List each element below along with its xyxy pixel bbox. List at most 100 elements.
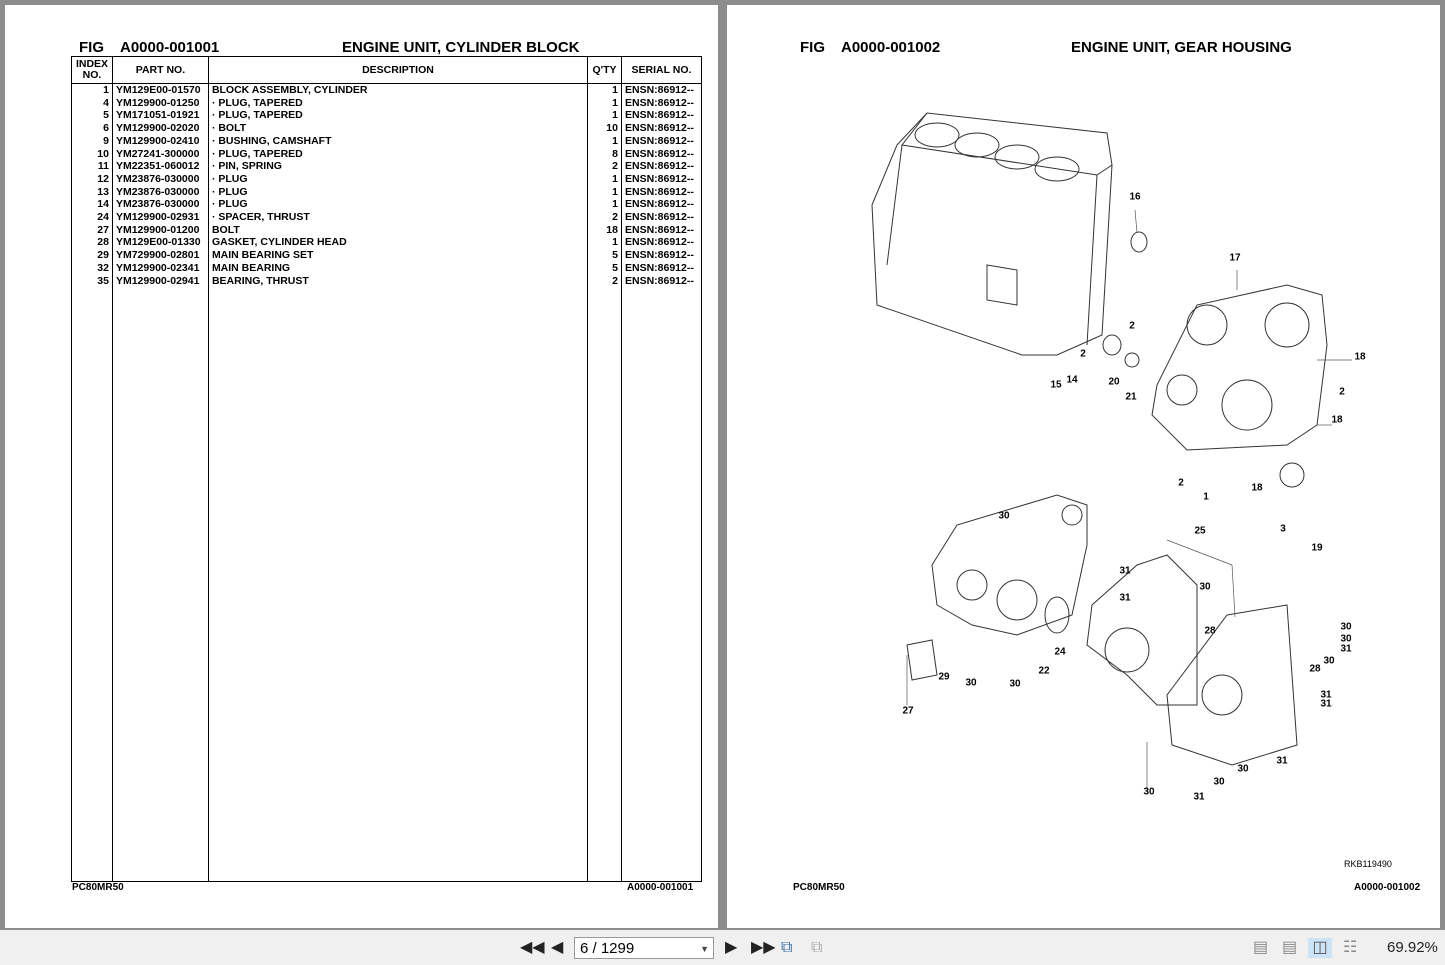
callout-number: 18 [1251, 482, 1263, 494]
cell-qty: 5 [587, 249, 622, 262]
continuous-icon[interactable]: ▤ [1282, 939, 1298, 956]
next-page-icon[interactable]: ▶ [725, 939, 738, 956]
callout-number: 30 [1237, 763, 1249, 775]
empty-cell [207, 287, 589, 883]
cell-qty: 1 [587, 172, 622, 186]
cell-qty: 5 [587, 261, 622, 275]
cell-desc: · PLUG, TAPERED [207, 147, 589, 161]
cell-index: 11 [71, 160, 113, 173]
cell-part: YM129900-02410 [111, 134, 209, 148]
cell-desc: · SPACER, THRUST [207, 211, 589, 224]
footer-model: PC80MR50 [72, 882, 124, 893]
callout-number: 20 [1108, 376, 1120, 388]
callout-number: 30 [965, 677, 977, 689]
callout-number: 30 [1340, 633, 1352, 645]
cell-qty: 2 [587, 211, 622, 224]
callout-number: 30 [1009, 678, 1021, 690]
cell-part: YM129900-02341 [111, 261, 209, 275]
cell-desc: MAIN BEARING SET [207, 249, 589, 262]
cell-serial: ENSN:86912-- [620, 274, 703, 288]
go-forward-view-icon[interactable]: ⧉ [811, 939, 823, 956]
cell-index: 24 [71, 211, 113, 224]
header-serial: SERIAL NO. [620, 56, 703, 84]
single-page-icon[interactable]: ▤ [1253, 939, 1269, 956]
cell-part: YM129E00-01330 [111, 236, 209, 250]
chevron-down-icon[interactable]: ▼ [700, 944, 709, 954]
cell-desc: · BUSHING, CAMSHAFT [207, 134, 589, 148]
callout-number: 30 [1143, 786, 1155, 798]
cylinder-block-drawing [871, 112, 1113, 356]
cell-serial: ENSN:86912-- [620, 147, 703, 161]
callout-number: 3 [1280, 523, 1286, 535]
cell-desc: · PLUG [207, 198, 589, 212]
callout-number: 28 [1204, 625, 1216, 637]
last-page-icon[interactable]: ▶▶ [751, 939, 776, 956]
cell-serial: ENSN:86912-- [620, 236, 703, 250]
right-page: FIG A0000-001002 ENGINE UNIT, GEAR HOUSI… [727, 5, 1440, 928]
continuous-facing-icon[interactable]: ☷ [1343, 939, 1358, 956]
prev-page-icon[interactable]: ◀ [551, 939, 564, 956]
header-part: PART NO. [111, 56, 209, 84]
cell-qty: 10 [587, 122, 622, 135]
cell-part: YM22351-060012 [111, 160, 209, 173]
cell-part: YM129900-02941 [111, 274, 209, 288]
cell-desc: MAIN BEARING [207, 261, 589, 275]
cell-serial: ENSN:86912-- [620, 96, 703, 110]
cell-index: 13 [71, 185, 113, 199]
cell-index: 12 [71, 172, 113, 186]
facing-icon[interactable]: ◫ [1308, 938, 1332, 958]
cell-serial: ENSN:86912-- [620, 160, 703, 173]
callout-number: 28 [1309, 663, 1321, 675]
callout-number: 30 [1213, 776, 1225, 788]
first-page-icon[interactable]: ◀◀ [520, 939, 545, 956]
callout-number: 30 [998, 510, 1010, 522]
cell-index: 1 [71, 83, 113, 97]
cell-index: 32 [71, 261, 113, 275]
callout-number: 25 [1194, 525, 1206, 537]
callout-number: 31 [1276, 755, 1288, 767]
cell-serial: ENSN:86912-- [620, 83, 703, 97]
fig-number: A0000-001002 [841, 39, 941, 56]
callout-number: 27 [902, 705, 914, 717]
callout-number: 1 [1203, 491, 1209, 503]
cell-serial: ENSN:86912-- [620, 249, 703, 262]
callout-number: 30 [1199, 581, 1211, 593]
cell-desc: GASKET, CYLINDER HEAD [207, 236, 589, 250]
page-number-input[interactable]: 6 / 1299 ▼ [574, 937, 714, 959]
cell-part: YM129900-02020 [111, 122, 209, 135]
cell-desc: · PIN, SPRING [207, 160, 589, 173]
exploded-diagram [871, 112, 1352, 790]
cell-serial: ENSN:86912-- [620, 122, 703, 135]
empty-cell [587, 287, 622, 883]
page-title: ENGINE UNIT, CYLINDER BLOCK [342, 39, 580, 56]
zoom-level[interactable]: 69.92% [1387, 939, 1438, 956]
cell-qty: 1 [587, 236, 622, 250]
fig-label: FIG [800, 39, 825, 56]
cell-serial: ENSN:86912-- [620, 223, 703, 237]
callout-number: 17 [1229, 252, 1241, 264]
callout-number: 24 [1054, 646, 1066, 658]
cell-index: 28 [71, 236, 113, 250]
cell-part: YM729900-02801 [111, 249, 209, 262]
go-back-view-icon[interactable]: ⧉ [781, 939, 793, 956]
fig-label: FIG [79, 39, 104, 56]
callout-number: 30 [1340, 621, 1352, 633]
cell-index: 14 [71, 198, 113, 212]
callout-number: 18 [1354, 351, 1366, 363]
cell-qty: 2 [587, 160, 622, 173]
cell-serial: ENSN:86912-- [620, 211, 703, 224]
cell-index: 27 [71, 223, 113, 237]
cell-desc: · BOLT [207, 122, 589, 135]
header-description: DESCRIPTION [207, 56, 589, 84]
callout-number: 14 [1066, 374, 1078, 386]
cell-qty: 1 [587, 185, 622, 199]
